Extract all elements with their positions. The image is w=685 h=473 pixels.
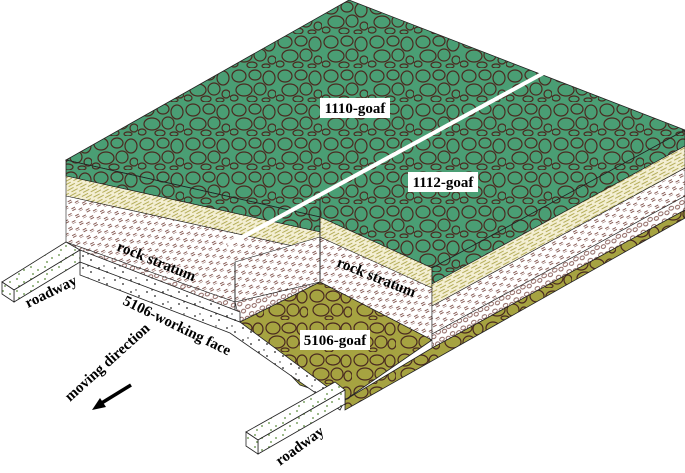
roadway-bottom-end xyxy=(245,431,259,455)
sandstone-layer-right xyxy=(431,145,685,307)
goaf-5106-right-face xyxy=(344,209,685,411)
arrow-down-left-icon xyxy=(92,383,132,410)
goaf-boundary-line xyxy=(227,50,583,247)
conglomerate-layer-right xyxy=(431,195,685,349)
moving-direction-text: moving direction xyxy=(62,320,154,405)
rock-stratum-layer-right xyxy=(431,167,685,335)
roadway-left-end xyxy=(1,281,15,303)
goaf-1112-text: 1112-goaf xyxy=(413,175,475,191)
label-goaf-1112: 1112-goaf xyxy=(408,172,478,192)
label-goaf-5106: 5106-goaf xyxy=(300,330,370,350)
goaf-5106-text: 5106-goaf xyxy=(304,333,367,349)
goaf-1110-text: 1110-goaf xyxy=(325,101,387,117)
label-goaf-1110: 1110-goaf xyxy=(320,98,390,118)
goaf-1112-front-face xyxy=(431,129,685,285)
